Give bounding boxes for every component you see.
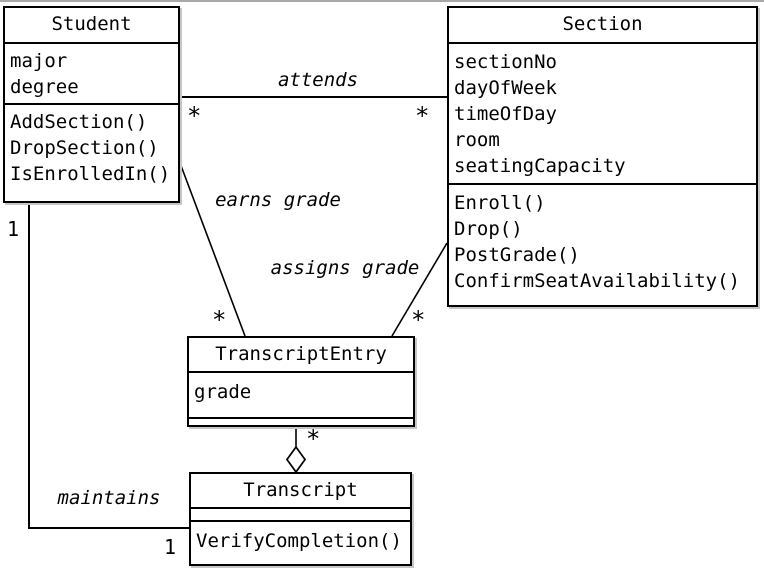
transcript-methods-compartment: VerifyCompletion()	[191, 522, 410, 554]
class-box-transcript-entry: TranscriptEntry grade	[187, 336, 415, 427]
earns-grade-association-line	[179, 162, 246, 337]
method-item: IsEnrolledIn()	[10, 163, 171, 185]
attends-section-multiplicity: *	[415, 102, 430, 130]
aggregation-entry-multiplicity: *	[306, 425, 321, 453]
assigns-grade-label: assigns grade	[270, 257, 420, 279]
attribute-item: major	[10, 50, 68, 72]
maintains-student-multiplicity: 1	[7, 217, 20, 241]
section-methods-compartment: Enroll() Drop() PostGrade() ConfirmSeatA…	[449, 185, 756, 294]
maintains-label: maintains	[57, 487, 161, 509]
transcript-attributes-compartment	[191, 509, 410, 522]
method-item: PostGrade()	[454, 244, 580, 266]
class-title-transcript: Transcript	[191, 474, 410, 509]
transcript-entry-attributes-compartment: grade	[189, 373, 413, 419]
method-item: Drop()	[454, 218, 523, 240]
section-attributes-compartment: sectionNo dayOfWeek timeOfDay room seati…	[449, 44, 756, 185]
attribute-item: sectionNo	[454, 51, 557, 73]
earns-grade-label: earns grade	[215, 189, 341, 211]
student-methods-compartment: AddSection() DropSection() IsEnrolledIn(…	[5, 105, 178, 187]
attribute-item: room	[454, 129, 500, 151]
attends-label: attends	[277, 69, 359, 91]
class-title-section: Section	[449, 8, 756, 44]
assigns-grade-entry-multiplicity: *	[411, 306, 426, 334]
attends-student-multiplicity: *	[187, 102, 202, 130]
attribute-item: seatingCapacity	[454, 155, 626, 177]
method-item: DropSection()	[10, 137, 159, 159]
scan-edge-top	[0, 0, 764, 2]
aggregation-diamond-icon	[285, 445, 307, 474]
attribute-item: degree	[10, 76, 79, 98]
attribute-item: timeOfDay	[454, 103, 557, 125]
class-box-student: Student major degree AddSection() DropSe…	[3, 6, 180, 203]
assigns-grade-association-line	[391, 242, 448, 337]
method-item: Enroll()	[454, 192, 546, 214]
class-box-section: Section sectionNo dayOfWeek timeOfDay ro…	[447, 6, 758, 307]
class-title-transcript-entry: TranscriptEntry	[189, 338, 413, 373]
attribute-item: grade	[194, 381, 252, 403]
maintains-transcript-multiplicity: 1	[164, 535, 177, 559]
method-item: ConfirmSeatAvailability()	[454, 270, 740, 292]
method-item: AddSection()	[10, 111, 148, 133]
student-attributes-compartment: major degree	[5, 44, 178, 105]
class-box-transcript: Transcript VerifyCompletion()	[189, 472, 412, 566]
attribute-item: dayOfWeek	[454, 77, 557, 99]
earns-grade-entry-multiplicity: *	[212, 306, 227, 334]
method-item: VerifyCompletion()	[196, 530, 402, 552]
maintains-association-line	[28, 203, 189, 529]
class-title-student: Student	[5, 8, 178, 44]
